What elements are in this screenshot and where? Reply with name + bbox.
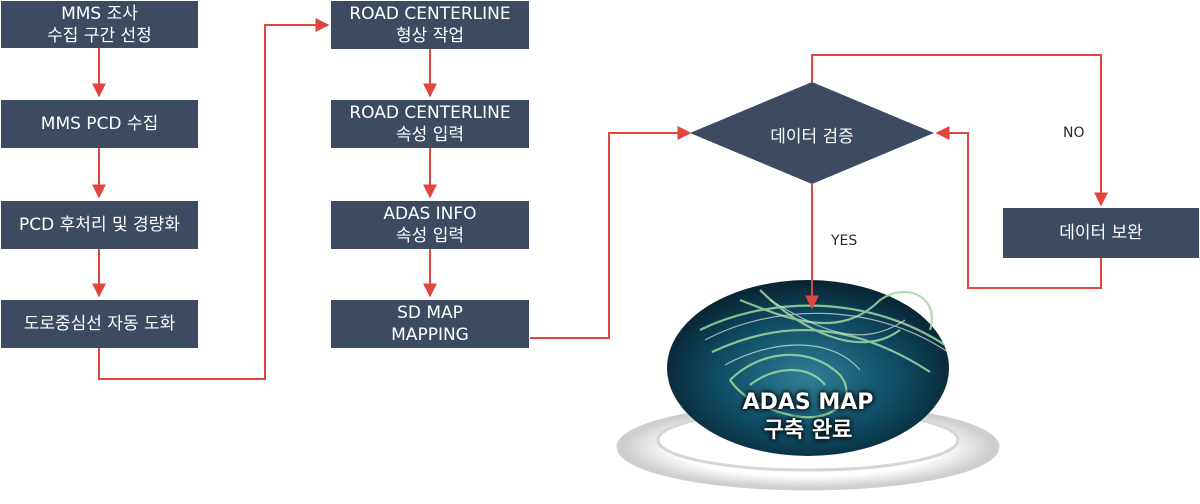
step-mms-pcd-collection: MMS PCD 수집 xyxy=(1,100,198,148)
arrow-col1-to-col2 xyxy=(98,18,330,380)
step-label-line1: MMS 조사 xyxy=(61,3,138,24)
step-label-line1: ROAD CENTERLINE xyxy=(349,4,511,24)
decision-label: 데이터 검증 xyxy=(770,127,854,147)
col1-arrows xyxy=(92,18,330,380)
arrow-supplement-to-decision xyxy=(935,126,1102,289)
step-label-line1: ADAS INFO xyxy=(383,204,477,224)
step-label-line2: 형상 작업 xyxy=(396,26,464,46)
step-label-line1: MMS PCD 수집 xyxy=(40,114,159,134)
step-pcd-postprocess: PCD 후처리 및 경량화 xyxy=(1,201,198,249)
step-road-centerline-shape: ROAD CENTERLINE 형상 작업 xyxy=(331,1,529,49)
step-road-centerline-attributes: ROAD CENTERLINE 속성 입력 xyxy=(331,100,529,148)
step-label-line2: 수집 구간 선정 xyxy=(47,25,152,46)
result-illustration xyxy=(616,184,1000,491)
result-line1: ADAS MAP xyxy=(742,390,874,415)
step-label-line2: 속성 입력 xyxy=(396,226,464,246)
step-label-line2: 속성 입력 xyxy=(396,125,464,145)
step-centerline-auto-draw: 도로중심선 자동 도화 xyxy=(1,300,198,348)
step-sd-map-mapping: SD MAP MAPPING xyxy=(331,300,529,348)
step-data-supplement: 데이터 보완 xyxy=(1003,208,1199,258)
label-yes: YES xyxy=(831,233,858,249)
point-cloud-traces xyxy=(704,299,949,371)
step-label-line1: PCD 후처리 및 경량화 xyxy=(19,215,180,235)
decision-diamond xyxy=(690,82,934,184)
result-line2: 구축 완료 xyxy=(763,418,853,443)
label-no: NO xyxy=(1063,125,1085,141)
step-label-line1: ROAD CENTERLINE xyxy=(349,103,511,123)
supplement-label: 데이터 보완 xyxy=(1059,223,1143,243)
arrow-col2-to-decision xyxy=(530,126,692,339)
arrow-no xyxy=(811,54,1108,207)
step-mms-survey-section: MMS 조사 수집 구간 선정 xyxy=(1,1,198,48)
step-adas-info-attributes: ADAS INFO 속성 입력 xyxy=(331,201,529,249)
step-label-line2: MAPPING xyxy=(391,325,469,345)
result-label: ADAS MAP 구축 완료 xyxy=(718,389,898,445)
globe xyxy=(667,280,949,456)
feedback-arrows xyxy=(811,54,1108,289)
step-label-line1: 도로중심선 자동 도화 xyxy=(23,314,176,334)
step-label-line1: SD MAP xyxy=(397,303,463,323)
col2-arrows xyxy=(423,49,692,339)
